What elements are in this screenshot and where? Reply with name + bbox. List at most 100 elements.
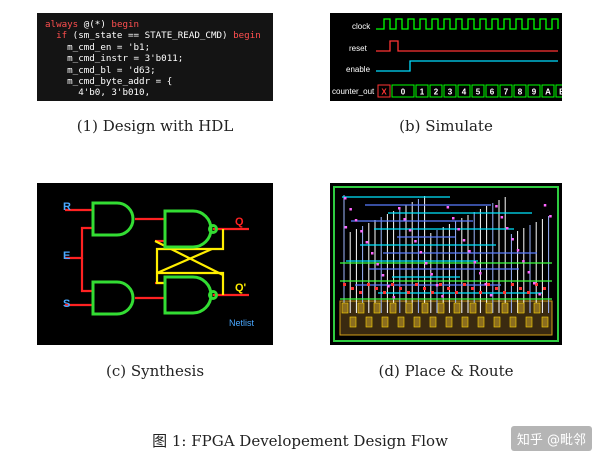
standard-cell	[533, 302, 541, 314]
standard-cell	[445, 316, 453, 328]
via	[354, 219, 358, 222]
standard-cell	[525, 316, 533, 328]
standard-cell	[509, 316, 517, 328]
counter-cell	[513, 84, 527, 98]
via	[365, 241, 369, 244]
code-line: m_cmd_en = 'b1;	[45, 42, 273, 53]
standard-cell	[413, 316, 421, 328]
counter-cell	[541, 84, 555, 98]
pin	[519, 287, 522, 290]
standard-cell	[429, 316, 437, 328]
counter-cell	[471, 84, 485, 98]
standard-cell	[405, 302, 413, 314]
counter-value: 1	[420, 88, 425, 97]
via	[527, 271, 531, 274]
and-gate-top	[91, 201, 135, 237]
counter-value: 8	[518, 88, 523, 97]
nand-bubble-bottom	[208, 290, 218, 300]
standard-cell	[373, 302, 381, 314]
nand-gate-bottom	[163, 275, 213, 315]
pin	[487, 283, 490, 286]
via	[549, 215, 552, 218]
counter-value: X	[381, 88, 387, 97]
pin	[511, 283, 514, 286]
pin	[471, 287, 474, 290]
via	[543, 204, 547, 207]
code-token: (sm_state == STATE_READ_CMD)	[72, 30, 234, 42]
counter-cell	[499, 84, 513, 98]
counter-cell	[485, 84, 499, 98]
code-token: m_cmd_bl = 'd63;	[45, 64, 156, 76]
standard-cell	[453, 302, 461, 314]
via	[516, 249, 520, 252]
pin	[343, 283, 346, 286]
counter-out-bus: X0123456789ABCD	[377, 84, 562, 98]
wire-e-bottom	[80, 258, 93, 293]
via	[446, 206, 450, 209]
counter-value: 4	[462, 88, 467, 97]
counter-value: 3	[448, 88, 453, 97]
standard-cell	[421, 302, 429, 314]
via	[495, 205, 498, 208]
via	[398, 207, 401, 210]
via	[479, 272, 482, 275]
pin	[375, 287, 378, 290]
via	[403, 218, 406, 221]
clock-waveform	[376, 18, 559, 30]
pin	[367, 283, 370, 286]
pin	[431, 291, 434, 294]
via	[381, 274, 385, 277]
code-line: if (sm_state == STATE_READ_CMD) begin	[45, 30, 273, 41]
standard-cell	[389, 302, 397, 314]
counter-value: B	[559, 88, 562, 97]
via	[349, 208, 352, 211]
via	[360, 230, 363, 233]
enable-waveform	[376, 60, 558, 72]
netlist-label: Netlist	[229, 318, 255, 328]
pin	[359, 291, 362, 294]
standard-cell	[341, 302, 349, 314]
standard-cell	[437, 302, 445, 314]
code-token: 4'b0, 3'b010,	[45, 87, 151, 99]
output-label-qbar: Q'	[235, 282, 247, 294]
code-line: m_cmd_bl = 'd63;	[45, 65, 273, 76]
place-route-panel	[330, 183, 562, 345]
via	[430, 273, 433, 276]
via	[344, 197, 347, 200]
hdl-code-panel: always @(*) begin if (sm_state == STATE_…	[37, 13, 273, 101]
via	[457, 228, 460, 231]
via	[392, 296, 396, 299]
pin	[543, 287, 546, 290]
standard-cell	[477, 316, 485, 328]
counter-cell	[391, 84, 415, 98]
code-line: m_cmd_instr = 3'b011;	[45, 53, 273, 64]
input-label-r: R	[63, 201, 71, 213]
caption-synthesis: (c) Synthesis	[105, 362, 205, 380]
nand-bubble-top	[208, 224, 218, 234]
counter-value: 9	[532, 88, 537, 97]
reset-waveform	[376, 40, 558, 52]
code-token: m_cmd_byte_addr = {	[45, 76, 173, 88]
counter-cell	[415, 84, 429, 98]
standard-cell	[349, 316, 357, 328]
pin	[351, 287, 354, 290]
code-token: if	[45, 30, 73, 42]
code-token: m_cmd_en = 'b1;	[45, 41, 151, 53]
via	[376, 263, 379, 266]
via	[344, 226, 348, 229]
via	[425, 262, 428, 265]
standard-cell	[461, 316, 469, 328]
pin	[455, 291, 458, 294]
counter-value: 7	[504, 88, 509, 97]
code-token: always	[45, 19, 84, 30]
pin	[503, 291, 506, 294]
code-token: @(*)	[83, 19, 112, 30]
standard-cell	[501, 302, 509, 314]
counter-cell	[443, 84, 457, 98]
pin	[495, 287, 498, 290]
code-token: m_cmd_instr = 3'b011;	[45, 53, 184, 65]
pin	[415, 283, 418, 286]
standard-cell	[541, 316, 549, 328]
signal-label-reset: reset	[349, 44, 368, 53]
